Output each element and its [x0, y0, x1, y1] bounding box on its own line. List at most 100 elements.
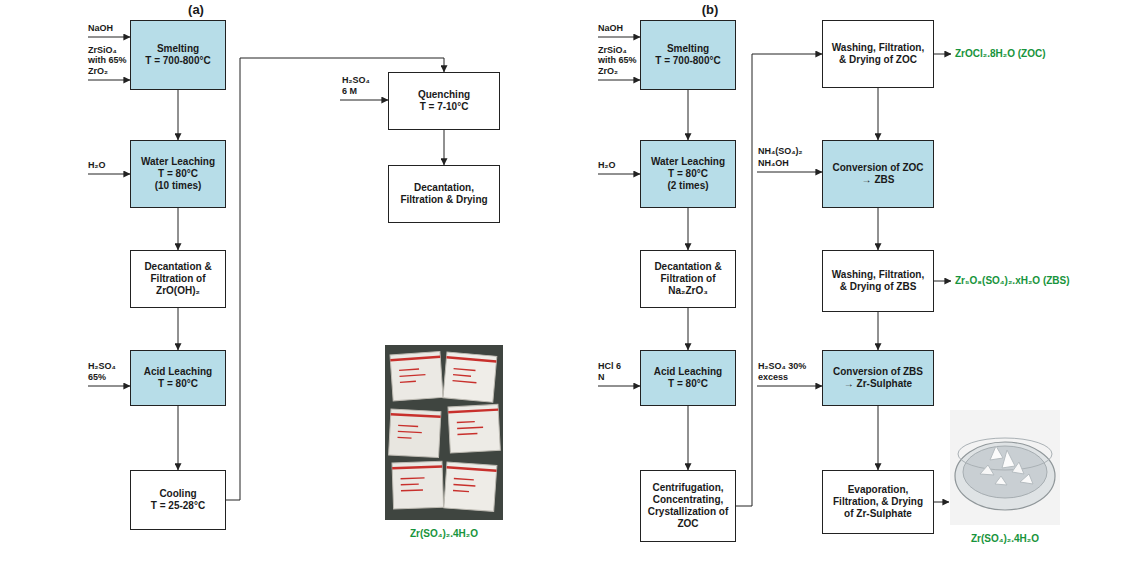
process-box: Evaporation, Filtration, & Drying of Zr-…: [822, 470, 934, 534]
box-heading: Decantation & Filtration of Na₂ZrO₃: [646, 261, 730, 298]
input-label: H₂SO₄ 65%: [88, 361, 128, 383]
box-heading: Decantation, Filtration & Drying: [394, 182, 494, 206]
box-detail: T = 80°C: [158, 168, 198, 180]
box-heading: Cooling: [159, 488, 196, 500]
product-label: ZrOCl₂.8H₂O (ZOC): [955, 48, 1046, 60]
product-photo: [401, 478, 425, 491]
flow-arrow: [878, 88, 879, 140]
product-arrow: [934, 54, 951, 502]
input-label: H₂O: [88, 160, 128, 171]
product-arrow: [934, 281, 951, 282]
input-arrow: [598, 37, 640, 38]
process-box: Centrifugation, Concentrating, Crystalli…: [640, 470, 736, 542]
product-photo: [958, 438, 1052, 470]
panel-letter: (b): [702, 2, 719, 18]
product-arrow: [934, 502, 949, 503]
product-photo: [446, 356, 496, 363]
box-heading: Centrifugation, Concentrating, Crystalli…: [646, 482, 730, 531]
photo-caption: Zr(SO₄)₂.4H₂O: [410, 528, 478, 540]
flow-arrow: [736, 54, 822, 506]
flow-arrow: [878, 406, 879, 470]
box-detail: (10 times): [155, 180, 202, 192]
process-box: SmeltingT = 700-800°C: [130, 20, 226, 90]
input-arrow: [88, 386, 130, 387]
product-photo: [444, 462, 497, 511]
box-detail: T = 25-28°C: [151, 500, 205, 512]
process-box: Acid LeachingT = 80°C: [130, 350, 226, 406]
flow-arrow: [878, 312, 879, 350]
flow-arrow: [688, 208, 689, 250]
box-heading: Decantation & Filtration of ZrO(OH)₂: [136, 261, 220, 298]
product-photo: [448, 408, 498, 413]
box-detail: T = 80°C: [158, 378, 198, 390]
input-arrow: [340, 100, 388, 101]
product-photo: [1020, 474, 1033, 484]
box-detail: T = 80°C: [668, 168, 708, 180]
product-photo: [398, 425, 423, 438]
input-arrow: [88, 37, 130, 38]
product-photo: [390, 352, 443, 401]
product-photo: [453, 479, 476, 493]
box-detail: T = 700-800°C: [655, 55, 720, 67]
box-heading: Washing, Filtration, & Drying of ZBS: [828, 269, 928, 293]
product-photo: [392, 465, 442, 469]
flow-arrow: [178, 406, 179, 470]
product-photo: [389, 409, 441, 458]
input-label: ZrSiO₄ with 65% ZrO₂: [598, 45, 638, 77]
box-heading: Conversion of ZOC → ZBS: [828, 162, 928, 186]
input-label: HCl 6 N: [598, 361, 624, 383]
product-photo: [963, 446, 1047, 498]
product-photo: [443, 352, 497, 402]
process-box: CoolingT = 25-28°C: [130, 470, 226, 530]
box-heading: Acid Leaching: [654, 366, 722, 378]
box-heading: Washing, Filtration, & Drying of ZOC: [828, 42, 928, 66]
process-box: Acid LeachingT = 80°C: [640, 350, 736, 406]
product-photo: [385, 345, 503, 520]
process-box: Washing, Filtration, & Drying of ZOC: [822, 20, 934, 88]
box-heading: Acid Leaching: [144, 366, 212, 378]
product-photo: [399, 369, 426, 383]
input-label: NaOH: [598, 23, 638, 34]
flow-arrow: [178, 90, 179, 140]
product-photo: [390, 352, 443, 401]
product-photo: [448, 404, 500, 453]
input-arrow: [598, 80, 640, 81]
product-photo: [391, 413, 441, 418]
product-photo: [950, 410, 1060, 525]
flow-arrow: [688, 406, 689, 470]
product-label: Zr₅O₈(SO₄)₂.xH₂O (ZBS): [955, 275, 1070, 287]
box-heading: Water Leaching: [141, 156, 215, 168]
input-arrow: [598, 386, 640, 387]
input-arrow: [88, 80, 130, 81]
product-photo: [980, 465, 994, 475]
product-photo: [392, 461, 444, 509]
product-photo: [995, 476, 1007, 485]
product-photo: [447, 466, 497, 472]
process-box: Conversion of ZOC → ZBS: [822, 140, 934, 208]
product-photo: [390, 356, 440, 362]
input-arrow: [598, 174, 640, 175]
input-label: ZrSiO₄ with 65% ZrO₂: [88, 45, 128, 77]
box-heading: Evaporation, Filtration, & Drying of Zr-…: [828, 484, 928, 521]
flow-arrow: [178, 308, 179, 350]
product-photo: [448, 404, 500, 453]
input-arrow: [757, 172, 822, 173]
input-arrow: [88, 174, 130, 175]
box-detail: (2 times): [667, 180, 708, 192]
process-box: Decantation & Filtration of ZrO(OH)₂: [130, 250, 226, 308]
product-photo: [444, 462, 497, 511]
product-photo: [389, 409, 441, 458]
process-box: SmeltingT = 700-800°C: [640, 20, 736, 90]
box-heading: Smelting: [667, 43, 709, 55]
input-label: H₂SO₄ 30% excess: [758, 361, 820, 383]
process-box: Conversion of ZBS → Zr-Sulphate: [822, 350, 934, 406]
process-box: Decantation, Filtration & Drying: [388, 165, 500, 223]
panel-letter: (a): [188, 2, 204, 18]
input-label: NH₄(SO₄)₂: [758, 146, 820, 157]
input-label: H₂O: [598, 160, 638, 171]
box-heading: Conversion of ZBS → Zr-Sulphate: [828, 366, 928, 390]
product-photo: [1002, 450, 1015, 468]
product-photo: [385, 345, 503, 520]
flow-arrow: [444, 130, 445, 165]
product-photo: [453, 369, 478, 383]
